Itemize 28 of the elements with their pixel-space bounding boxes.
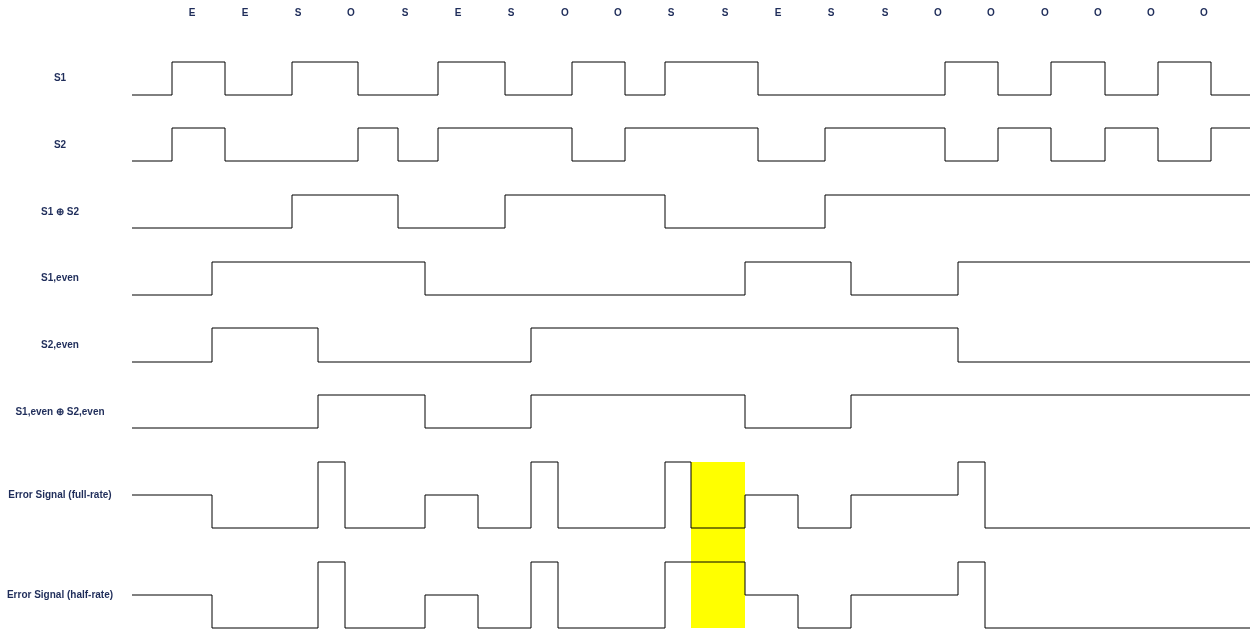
signal-label: S2,even (40, 338, 80, 352)
signal-label: S2 (52, 138, 68, 152)
symbol-label: E (188, 8, 196, 18)
symbol-label: O (614, 8, 622, 18)
symbol-label: S (721, 8, 729, 18)
symbol-label: S (294, 8, 302, 18)
symbol-label: O (1094, 8, 1102, 18)
signal-label: Error Signal (full-rate) (7, 488, 113, 502)
symbol-label: O (1200, 8, 1208, 18)
symbol-label: O (1147, 8, 1155, 18)
symbol-label: E (241, 8, 249, 18)
symbol-label: O (561, 8, 569, 18)
symbol-label: E (774, 8, 782, 18)
symbol-label: S (881, 8, 889, 18)
signal-label: Error Signal (half-rate) (5, 588, 115, 602)
symbol-label: S (401, 8, 409, 18)
symbol-label: O (1041, 8, 1049, 18)
signal-label: S1 ⊕ S2 (40, 205, 80, 219)
symbol-label: O (934, 8, 942, 18)
symbol-label: O (347, 8, 355, 18)
symbol-label: O (987, 8, 995, 18)
symbol-label: S (507, 8, 515, 18)
signal-label: S1 (52, 71, 68, 85)
symbol-label: S (827, 8, 835, 18)
signal-label: S1,even ⊕ S2,even (14, 405, 106, 419)
symbol-label: E (454, 8, 462, 18)
symbol-label: S (667, 8, 675, 18)
signal-label: S1,even (40, 271, 80, 285)
